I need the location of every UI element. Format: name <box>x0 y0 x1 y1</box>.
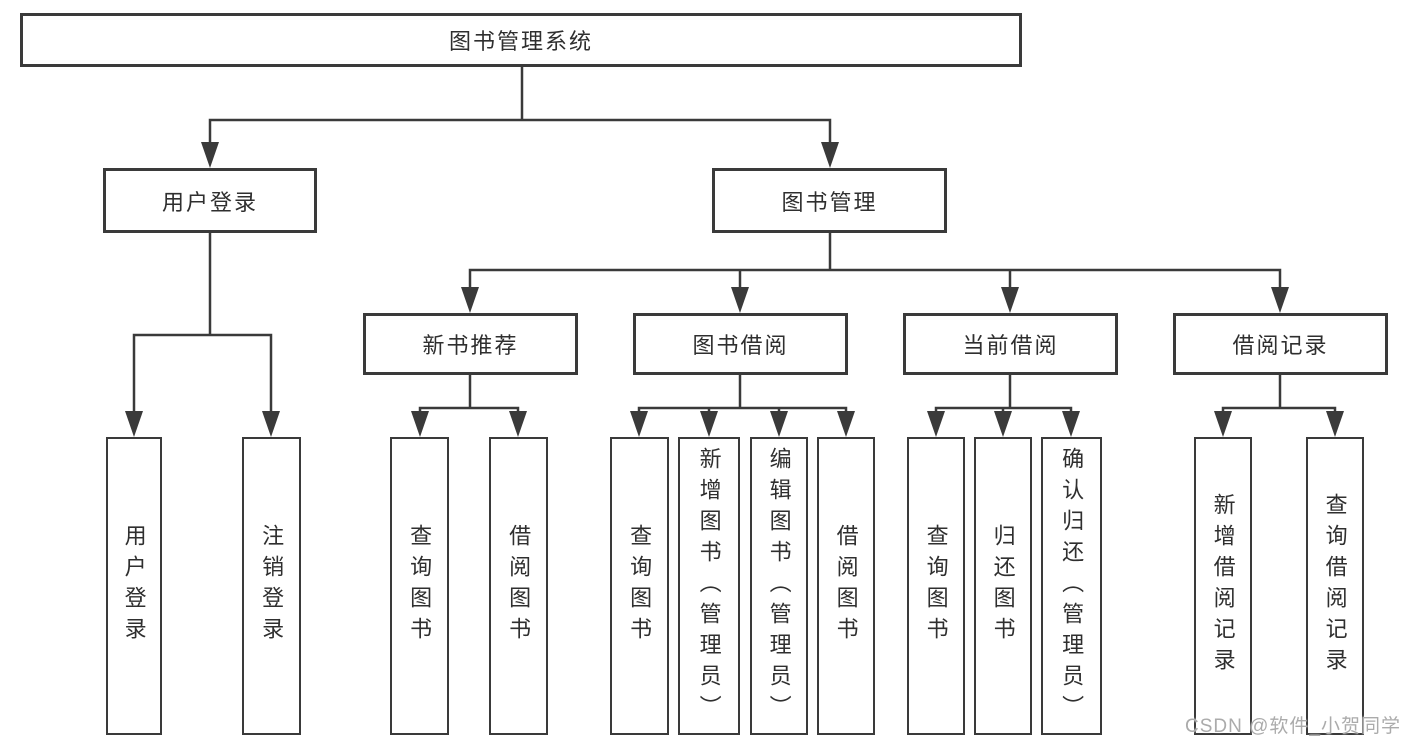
node-current-borrow-label: 当前借阅 <box>962 333 1059 358</box>
leaf-label: 注销登录 <box>259 524 285 648</box>
leaf-label: 查询图书 <box>627 524 653 648</box>
node-book-mgmt-label: 图书管理 <box>781 189 878 215</box>
node-leaf-bb-edit: 编辑图书（管理员） <box>750 437 808 735</box>
node-current-borrow: 当前借阅 <box>903 313 1118 375</box>
node-leaf-cb-return: 归还图书 <box>974 437 1032 735</box>
arrow-icon <box>821 142 839 168</box>
arrow-icon <box>994 411 1012 437</box>
arrow-icon <box>731 287 749 313</box>
node-new-book-rec: 新书推荐 <box>363 313 578 375</box>
connector-root <box>201 67 839 168</box>
node-root: 图书管理系统 <box>20 13 1022 67</box>
leaf-label: 查询图书 <box>923 524 949 648</box>
node-user-login: 用户登录 <box>103 168 317 233</box>
node-book-borrow-label: 图书借阅 <box>692 333 789 358</box>
leaf-label: 归还图书 <box>990 524 1016 648</box>
leaf-label: 确认归还（管理员） <box>1059 446 1085 726</box>
connector-book-borrow <box>630 375 855 437</box>
connector-current-borrow <box>927 375 1080 437</box>
leaf-label: 借阅图书 <box>506 524 532 648</box>
leaf-label: 借阅图书 <box>833 524 859 648</box>
leaf-label: 新增图书（管理员） <box>696 446 722 726</box>
arrow-icon <box>700 411 718 437</box>
node-user-login-label: 用户登录 <box>161 189 258 215</box>
connector-user-login <box>125 233 280 437</box>
arrow-icon <box>1001 287 1019 313</box>
arrow-icon <box>461 287 479 313</box>
arrow-icon <box>1062 411 1080 437</box>
node-borrow-records-label: 借阅记录 <box>1232 333 1329 358</box>
connector-borrow-records <box>1214 375 1344 437</box>
node-leaf-bb-add: 新增图书（管理员） <box>678 437 740 735</box>
arrow-icon <box>125 411 143 437</box>
leaf-label: 编辑图书（管理员） <box>766 446 792 726</box>
node-leaf-user-login: 用户登录 <box>106 437 162 735</box>
arrow-icon <box>1271 287 1289 313</box>
arrow-icon <box>630 411 648 437</box>
node-book-mgmt: 图书管理 <box>712 168 947 233</box>
node-book-borrow: 图书借阅 <box>633 313 848 375</box>
leaf-label: 查询借阅记录 <box>1322 493 1348 679</box>
csdn-watermark: CSDN @软件_小贺同学 <box>1185 716 1401 737</box>
node-leaf-cb-query: 查询图书 <box>907 437 965 735</box>
arrow-icon <box>770 411 788 437</box>
node-leaf-rec-borrow: 借阅图书 <box>489 437 548 735</box>
connector-new-book-rec <box>411 375 527 437</box>
arrow-icon <box>1214 411 1232 437</box>
arrow-icon <box>509 411 527 437</box>
node-leaf-logout: 注销登录 <box>242 437 301 735</box>
arrow-icon <box>837 411 855 437</box>
arrow-icon <box>201 142 219 168</box>
leaf-label: 查询图书 <box>407 524 433 648</box>
node-new-book-rec-label: 新书推荐 <box>422 333 519 358</box>
arrow-icon <box>927 411 945 437</box>
leaf-label: 用户登录 <box>121 524 147 648</box>
arrow-icon <box>1326 411 1344 437</box>
node-root-label: 图书管理系统 <box>448 29 593 54</box>
leaf-label: 新增借阅记录 <box>1210 493 1236 679</box>
node-borrow-records: 借阅记录 <box>1173 313 1388 375</box>
connector-book-mgmt <box>461 233 1289 313</box>
node-leaf-rec-query: 查询图书 <box>390 437 449 735</box>
node-leaf-cb-confirm: 确认归还（管理员） <box>1041 437 1102 735</box>
arrow-icon <box>262 411 280 437</box>
node-leaf-bb-borrow: 借阅图书 <box>817 437 875 735</box>
arrow-icon <box>411 411 429 437</box>
node-leaf-br-add: 新增借阅记录 <box>1194 437 1252 735</box>
node-leaf-bb-query: 查询图书 <box>610 437 669 735</box>
node-leaf-br-query: 查询借阅记录 <box>1306 437 1364 735</box>
